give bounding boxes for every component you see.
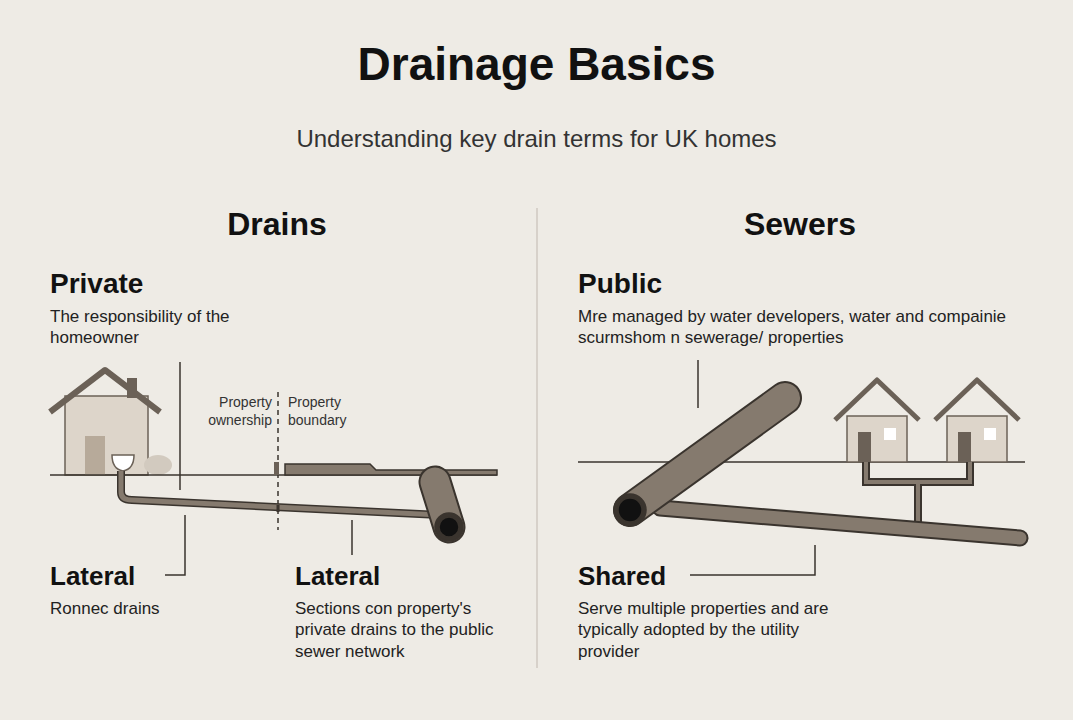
term-heading: Public: [578, 266, 662, 301]
leader-line: [165, 515, 185, 575]
boundary-label: Property ownership: [196, 394, 272, 429]
term-body: Sections con property's private drains t…: [295, 598, 520, 662]
shared-sewer: [660, 508, 1020, 538]
shared-connections: [866, 462, 970, 522]
house: [835, 380, 919, 462]
leader-line: [690, 545, 815, 575]
term-heading: Lateral: [50, 560, 135, 593]
term-body: Ronnec drains: [50, 598, 270, 619]
public-sewer: [630, 398, 785, 510]
ownership-line: [179, 362, 181, 490]
leader-line: [351, 520, 353, 555]
term-body: Serve multiple properties and are typica…: [578, 598, 848, 662]
title: Drainage Basics: [0, 36, 1073, 94]
term-heading: Shared: [578, 560, 666, 593]
drain-pipe: [121, 471, 440, 515]
boundary-label: Property boundary: [288, 394, 368, 429]
term-heading: Lateral: [295, 560, 380, 593]
term-heading: Private: [50, 266, 143, 301]
term-body: The responsibility of the homeowner: [50, 306, 250, 349]
house: [50, 370, 172, 475]
leader-line: [697, 360, 699, 408]
boundary-line: [277, 392, 279, 530]
subtitle: Understanding key drain terms for UK hom…: [0, 124, 1073, 154]
divider: [536, 208, 538, 668]
term-body: Mre managed by water developers, water a…: [578, 306, 1028, 349]
section-heading: Drains: [127, 204, 427, 244]
house: [935, 380, 1019, 462]
section-heading: Sewers: [650, 204, 950, 244]
